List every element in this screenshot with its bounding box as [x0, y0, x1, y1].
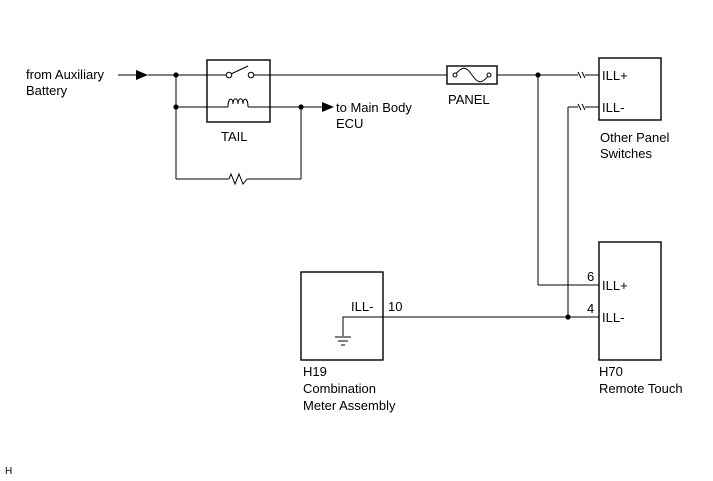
fuse-label: PANEL [448, 92, 490, 107]
source-label-line1: from Auxiliary [26, 67, 105, 82]
relay-switch-blade-icon [230, 65, 249, 75]
remote-pin-ill-minus: ILL- [602, 310, 624, 325]
other-panel-switches-box [598, 57, 662, 121]
other-panel-pin-ill-minus: ILL- [602, 100, 624, 115]
remote-touch-name: Remote Touch [599, 381, 683, 396]
remote-pin-ill-plus: ILL+ [602, 278, 628, 293]
remote-pin-no-minus: 4 [587, 301, 594, 316]
combination-meter-box [300, 271, 384, 361]
other-panel-label-line2: Switches [600, 146, 653, 161]
footer-mark: H [5, 466, 12, 477]
relay-contact-icon [225, 71, 233, 79]
relay-label: TAIL [221, 129, 248, 144]
fuse-terminal-icon [486, 72, 492, 78]
meter-pin-no: 10 [388, 299, 402, 314]
meter-label-line1: Combination [303, 381, 376, 396]
source-label-line2: Battery [26, 83, 68, 98]
meter-label-line2: Meter Assembly [303, 398, 396, 413]
input-arrow-icon [136, 70, 148, 80]
break-mark-icon [581, 103, 586, 111]
break-mark-icon [577, 71, 582, 79]
fuse-element-icon [454, 67, 490, 83]
fuse-terminal-icon [452, 72, 458, 78]
meter-ground-wire [342, 316, 383, 336]
remote-pin-no-plus: 6 [587, 269, 594, 284]
main-body-label-line2: ECU [336, 116, 363, 131]
relay-coil-icon [227, 98, 249, 108]
relay-contact-icon [247, 71, 255, 79]
break-mark-icon [581, 71, 586, 79]
junction-dot [173, 104, 179, 110]
remote-touch-box [598, 241, 662, 361]
output-arrow-icon [322, 102, 334, 112]
other-panel-pin-ill-plus: ILL+ [602, 68, 628, 83]
resistor-icon [228, 172, 248, 186]
other-panel-label-line1: Other Panel [600, 130, 669, 145]
meter-code: H19 [303, 364, 327, 379]
main-body-label-line1: to Main Body [336, 100, 412, 115]
break-mark-icon [577, 103, 582, 111]
meter-pin-label: ILL- [351, 299, 373, 314]
tail-relay-box [206, 59, 271, 123]
junction-dot [298, 104, 304, 110]
remote-touch-code: H70 [599, 364, 623, 379]
